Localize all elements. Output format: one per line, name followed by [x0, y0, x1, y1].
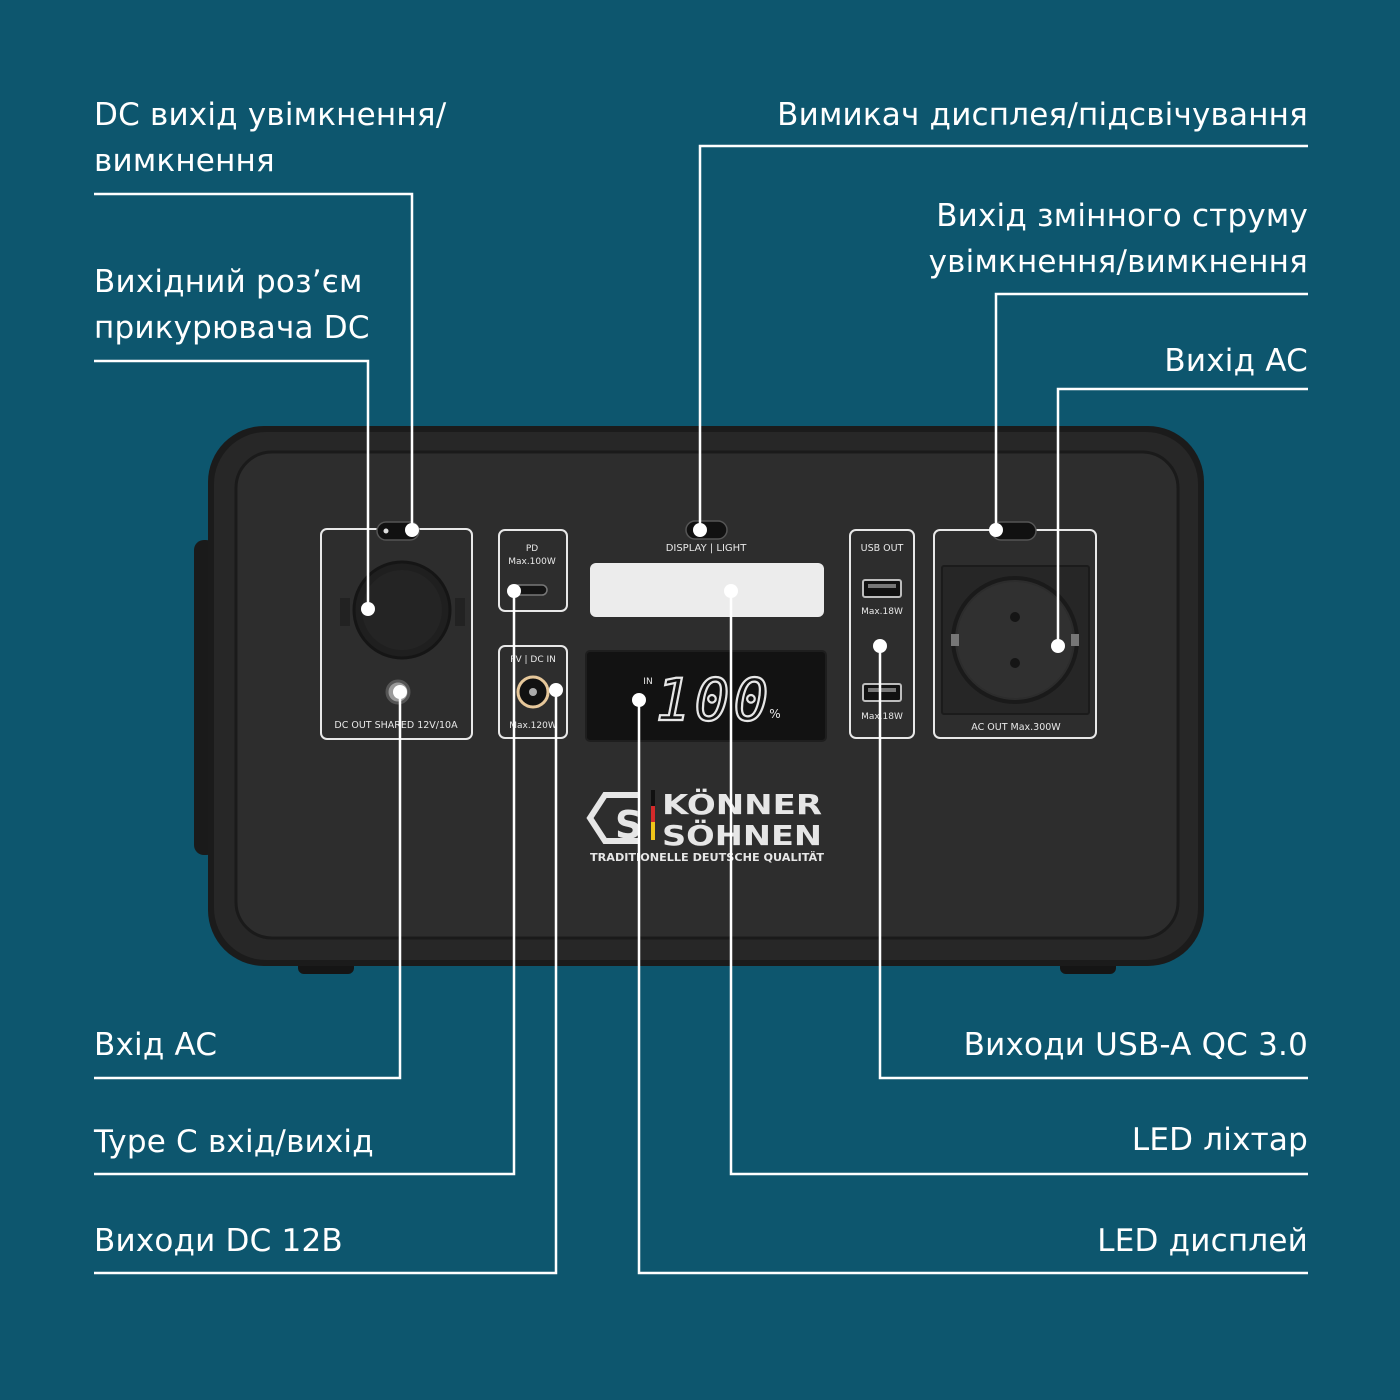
leader-led-display: [637, 700, 1308, 1275]
label-led-display: LED дисплей: [1097, 1223, 1308, 1259]
pv-max-label: Max.120W: [509, 721, 557, 731]
pv-panel: [498, 645, 568, 739]
label-display-switch: Вимикач дисплея/підсвічування: [777, 97, 1308, 133]
dot-dc-12v: [549, 683, 563, 697]
usb-out-label: USB OUT: [861, 543, 904, 554]
dot-dc-switch: [405, 523, 419, 537]
label-usb-a: Виходи USB-A QC 3.0: [963, 1027, 1308, 1063]
screen-unit: %: [769, 707, 780, 721]
leader-ac-switch: [994, 292, 1308, 530]
label-dc-switch: DC вихід увімкнення/ вимкнення: [94, 97, 447, 179]
ac-panel-label: AC OUT Max.300W: [971, 722, 1061, 733]
pd-max-label: Max.100W: [508, 557, 556, 567]
dot-usb-a: [873, 639, 887, 653]
label-ac-in: Вхід AC: [94, 1027, 218, 1063]
label-car-socket: Вихідний роз’єм прикурювача DC: [94, 264, 370, 346]
leader-display-switch: [698, 144, 1308, 530]
label-ac-out: Вихід AC: [1164, 343, 1308, 379]
screen-in-label: IN: [643, 677, 652, 687]
leader-ac-out: [1056, 387, 1308, 646]
leader-dc-12v: [94, 690, 558, 1275]
label-ac-switch: Вихід змінного струму увімкнення/вимкнен…: [928, 198, 1308, 280]
dot-led-display: [632, 693, 646, 707]
label-type-c: Type C вхід/вихід: [94, 1124, 374, 1160]
dot-led-light: [724, 584, 738, 598]
dot-ac-in: [393, 685, 407, 699]
leader-ac-in: [94, 692, 402, 1080]
leader-type-c: [94, 591, 516, 1176]
display-light-label: DISPLAY | LIGHT: [666, 543, 748, 554]
brand-line-1: KÖNNER: [662, 787, 822, 821]
pd-panel: [498, 529, 568, 612]
brand-logo: KS S KÖNNER SÖHNEN TRADITIONELLE DEUTSCH…: [586, 787, 825, 864]
leader-led-light: [729, 591, 1308, 1176]
dot-ac-out: [1051, 639, 1065, 653]
leader-car-socket: [94, 359, 370, 609]
led-display-screen: [585, 650, 827, 742]
usb-max-label-1: Max.18W: [861, 607, 903, 617]
screen-value: 100: [656, 666, 773, 734]
led-light-panel: [590, 563, 824, 617]
dot-display-switch: [693, 523, 707, 537]
label-dc-12v: Виходи DC 12В: [94, 1223, 343, 1259]
usb-max-label-2: Max.18W: [861, 712, 903, 722]
usb-panel: [849, 529, 915, 739]
label-led-light: LED ліхтар: [1131, 1122, 1308, 1158]
dc-panel-label: DC OUT SHARED 12V/10A: [334, 720, 458, 731]
leader-dc-switch: [94, 192, 414, 530]
dot-ac-switch: [989, 523, 1003, 537]
dot-car-socket: [361, 602, 375, 616]
pv-label: PV | DC IN: [510, 655, 556, 665]
leader-usb-a: [878, 646, 1308, 1080]
brand-tagline: TRADITIONELLE DEUTSCHE QUALITÄT: [590, 850, 825, 864]
brand-line-2: SÖHNEN: [662, 818, 822, 852]
dot-type-c: [507, 584, 521, 598]
pd-label: PD: [526, 544, 538, 554]
